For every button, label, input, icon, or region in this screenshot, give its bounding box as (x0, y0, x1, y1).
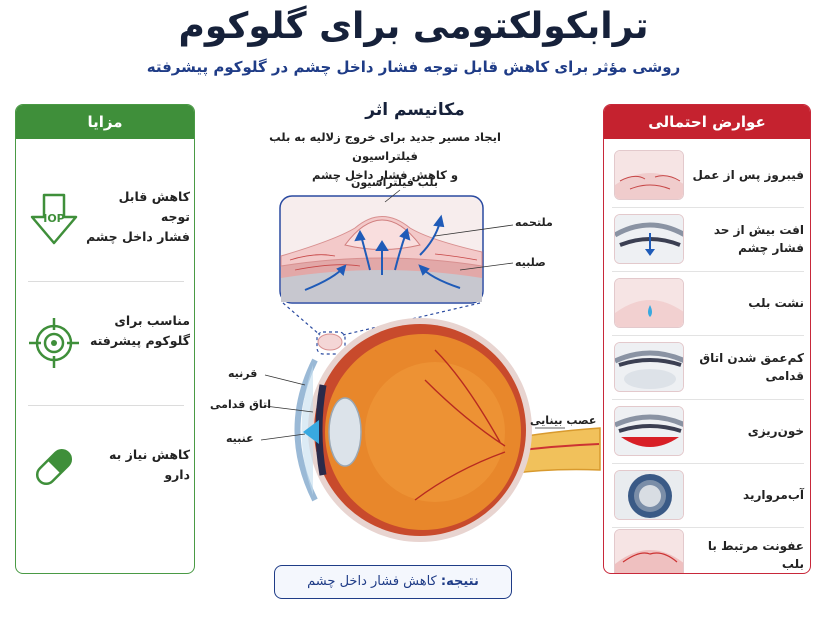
divider (612, 335, 804, 336)
bleb-inset (279, 189, 514, 304)
label-conjunctiva: ملتحمه (515, 216, 553, 229)
hypotony-thumbnail (614, 214, 684, 264)
complication-label: خون‌ریزی (747, 424, 804, 438)
page-subtitle: روشی مؤثر برای کاهش قابل توجه فشار داخل … (146, 58, 681, 76)
result-text: کاهش فشار داخل چشم (307, 574, 437, 589)
divider (612, 399, 804, 400)
page-title: ترابکولکتومی برای گلوکوم (178, 6, 649, 47)
iop-down-arrow-icon: IOP (26, 191, 82, 247)
divider (28, 405, 184, 406)
bleb-leak-thumbnail (614, 278, 684, 328)
complication-item: عفونت مرتبط با بلب (604, 515, 810, 573)
label-cornea: قرنیه (228, 367, 258, 380)
result-prefix: نتیجه: (440, 574, 479, 589)
complication-label: افت بیش از حد فشار چشم (713, 223, 804, 255)
complication-item: خون‌ریزی (604, 401, 810, 461)
mechanism-heading: مکانیسم اثر (365, 100, 465, 120)
complication-item: آب‌مروارید (604, 465, 810, 525)
complication-label: عفونت مرتبط با بلب (707, 539, 804, 571)
complication-item: فیبروز پس از عمل (604, 145, 810, 205)
complication-item: نشت بلب (604, 273, 810, 333)
label-anterior-chamber: اتاق قدامی (210, 398, 271, 411)
bleb-infection-thumbnail (614, 529, 684, 573)
divider (612, 271, 804, 272)
mechanism-description: ایجاد مسیر جدید برای خروج زلالیه به بلب … (235, 128, 535, 185)
eye-globe (294, 318, 601, 542)
hemorrhage-thumbnail (614, 406, 684, 456)
benefit-label: کاهش قابل توجه (118, 189, 190, 224)
complication-item: افت بیش از حد فشار چشم (604, 209, 810, 269)
divider (28, 281, 184, 282)
complications-heading: عوارض احتمالی (604, 105, 810, 139)
divider (612, 527, 804, 528)
divider (612, 207, 804, 208)
cataract-thumbnail (614, 470, 684, 520)
complication-label: کم‌عمق شدن اتاق قدامی (699, 351, 804, 383)
benefit-label: فشار داخل چشم (86, 229, 190, 244)
benefit-label: کاهش نیاز به دارو (109, 447, 190, 482)
complication-label: نشت بلب (748, 296, 804, 310)
label-filtration-bleb: بلب فیلتراسیون (351, 176, 438, 189)
benefits-heading: مزایا (16, 105, 194, 139)
target-icon (26, 315, 82, 371)
eye-anatomy-illustration (260, 189, 601, 542)
mechanism-desc-line: و کاهش فشار داخل چشم (312, 168, 458, 182)
benefit-label: گلوکوم پیشرفته (90, 333, 190, 348)
benefits-panel: مزایا IOP کاهش قابل توجه فشار داخل چشم (15, 104, 195, 574)
label-optic-nerve: عصب بینایی (530, 414, 597, 427)
pill-capsule-icon (26, 439, 82, 495)
complication-item: کم‌عمق شدن اتاق قدامی (604, 337, 810, 397)
complication-label: فیبروز پس از عمل (692, 168, 804, 182)
iop-icon-text: IOP (43, 212, 65, 225)
benefit-label: مناسب برای (114, 313, 190, 328)
shallow-chamber-thumbnail (614, 342, 684, 392)
fibrosis-thumbnail (614, 150, 684, 200)
mechanism-desc-line: ایجاد مسیر جدید برای خروج زلالیه به بلب … (269, 130, 501, 163)
complications-panel: عوارض احتمالی فیبروز پس از عمل افت بیش ا… (603, 104, 811, 574)
benefit-item-iop: IOP کاهش قابل توجه فشار داخل چشم (16, 159, 194, 279)
benefit-item-medication: کاهش نیاز به دارو (16, 407, 194, 527)
benefit-item-advanced: مناسب برای گلوکوم پیشرفته (16, 283, 194, 403)
label-sclera: صلبیه (515, 256, 546, 269)
complication-label: آب‌مروارید (743, 488, 804, 502)
divider (612, 463, 804, 464)
label-iris: عنبیه (226, 432, 254, 445)
result-box: نتیجه: کاهش فشار داخل چشم (274, 565, 512, 599)
